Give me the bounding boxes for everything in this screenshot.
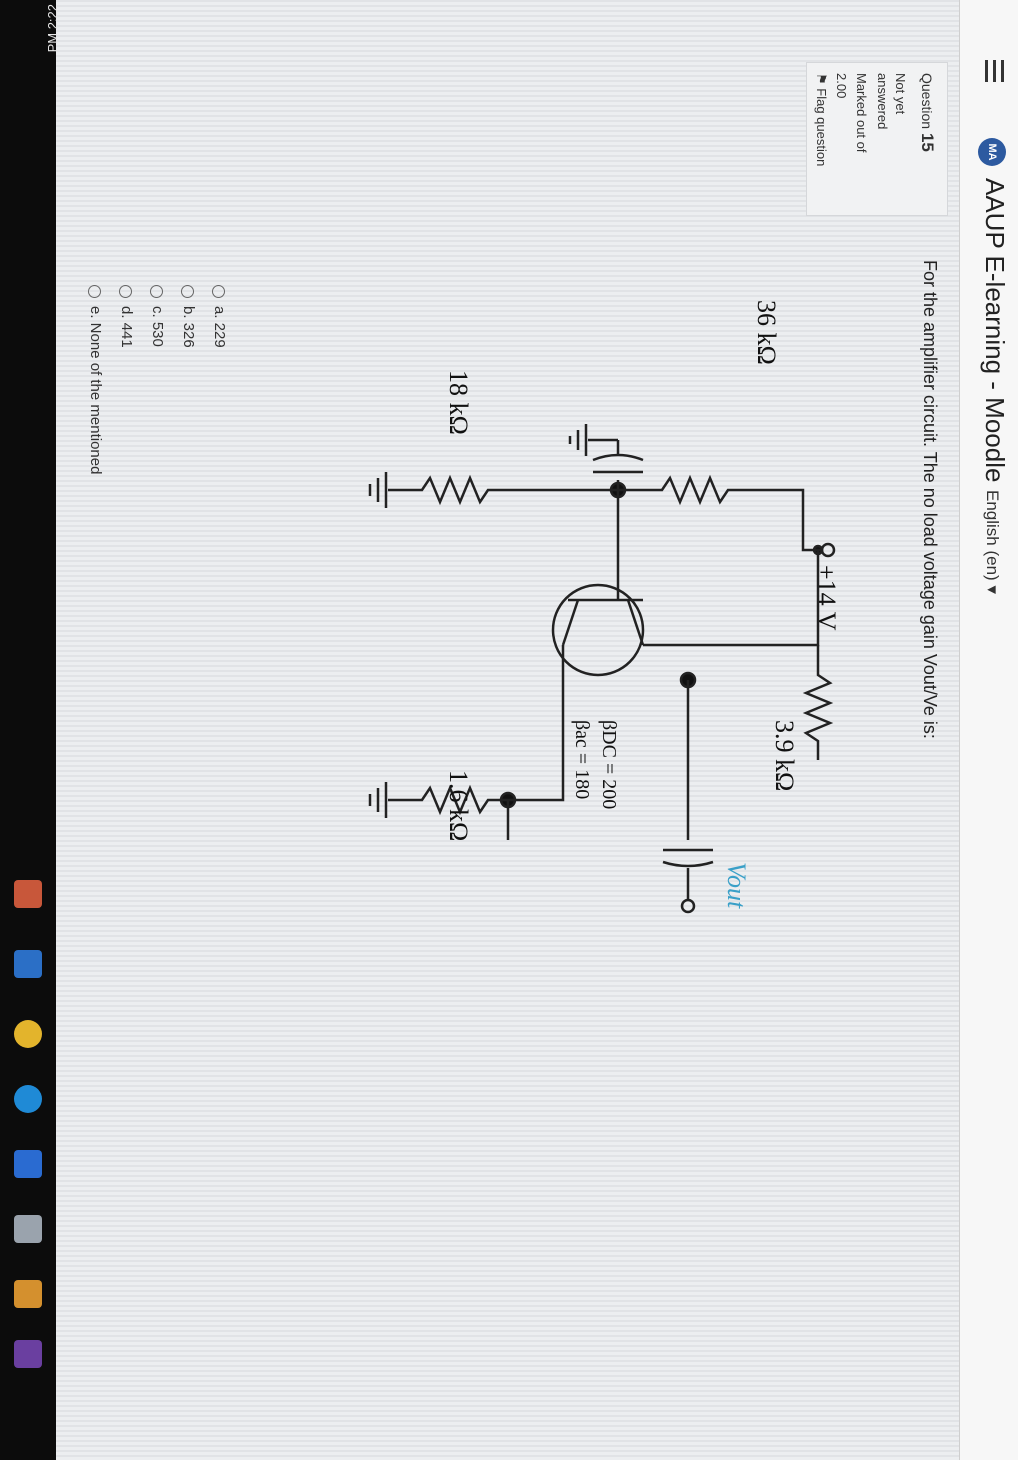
- add-icon[interactable]: [14, 950, 42, 978]
- flag-label: Flag question: [814, 88, 829, 167]
- store-icon[interactable]: [14, 1215, 42, 1243]
- radio-icon[interactable]: [181, 285, 195, 298]
- beta-ac-label: βac = 180: [571, 720, 593, 799]
- answer-label: d. 441: [118, 306, 135, 348]
- flag-question-link[interactable]: ⚑ Flag question: [813, 73, 829, 166]
- answer-label: a. 229: [211, 306, 228, 348]
- vcc-label: +14 V: [812, 565, 841, 631]
- edge-icon[interactable]: [14, 1085, 42, 1113]
- language-label: English (en): [983, 490, 1002, 581]
- answer-list: a. 229 b. 326 c. 530 d. 441 e. None of t…: [73, 285, 228, 474]
- question-label: Question: [919, 73, 935, 130]
- question-status: Not yet answered: [875, 73, 908, 130]
- mark-value: 2.00: [834, 73, 849, 99]
- app-icon[interactable]: [14, 880, 42, 908]
- folder-icon[interactable]: [14, 1280, 42, 1308]
- answer-option[interactable]: e. None of the mentioned: [73, 285, 104, 474]
- moodle-logo: MA: [978, 138, 1006, 166]
- taskbar: PM 2:22: [0, 0, 60, 1460]
- radio-icon[interactable]: [88, 285, 102, 298]
- question-number: Question 15: [917, 73, 937, 152]
- re-label: 1.6 kΩ: [444, 770, 473, 841]
- amplifier-circuit-diagram: +14 V 36 kΩ 18 kΩ: [368, 300, 841, 914]
- answer-option[interactable]: a. 229: [197, 285, 228, 474]
- answer-label: b. 326: [180, 306, 197, 348]
- answer-option[interactable]: d. 441: [104, 285, 135, 474]
- chevron-down-icon: ▾: [983, 585, 1002, 594]
- vout-label: Vout: [722, 862, 751, 909]
- radio-icon[interactable]: [212, 285, 226, 298]
- question-info-panel: Question 15 Not yet answered Marked out …: [806, 62, 948, 216]
- radio-icon[interactable]: [150, 285, 164, 298]
- question-text: For the amplifier circuit. The no load v…: [920, 260, 940, 739]
- hamburger-menu-icon[interactable]: [984, 60, 1004, 82]
- answer-label: e. None of the mentioned: [87, 306, 104, 475]
- mail-icon[interactable]: [14, 1150, 42, 1178]
- navbar: MA AAUP E-learning - Moodle English (en)…: [959, 0, 1018, 1460]
- vout-terminal: [680, 898, 696, 914]
- flag-icon: ⚑: [814, 73, 829, 85]
- rc-label: 3.9 kΩ: [770, 720, 799, 791]
- radio-icon[interactable]: [119, 285, 133, 298]
- app-icon[interactable]: [14, 1340, 42, 1368]
- r2-label: 18 kΩ: [444, 370, 473, 435]
- question-number-value: 15: [918, 132, 937, 152]
- answer-label: c. 530: [149, 306, 166, 347]
- answer-option[interactable]: c. 530: [135, 285, 166, 474]
- transistor-symbol: [551, 583, 645, 677]
- chrome-icon[interactable]: [14, 1020, 42, 1048]
- language-selector[interactable]: English (en) ▾: [982, 490, 1002, 594]
- vcc-terminal: [820, 542, 836, 558]
- beta-dc-label: βDC = 200: [598, 720, 620, 809]
- r1-label: 36 kΩ: [752, 300, 781, 365]
- marked-label: Marked out of: [854, 73, 869, 153]
- site-title[interactable]: AAUP E-learning - Moodle: [980, 178, 1010, 483]
- clock: PM 2:22: [45, 4, 60, 53]
- answer-option[interactable]: b. 326: [166, 285, 197, 474]
